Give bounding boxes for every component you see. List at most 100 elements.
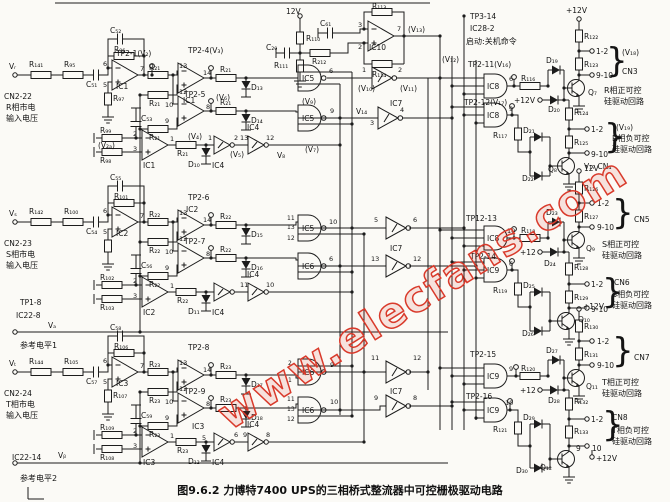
- label-ic1-b-p12: 12: [179, 88, 187, 96]
- dot-icon: [577, 225, 581, 229]
- label-ic10-p3: 3: [358, 21, 362, 29]
- dot-icon: [562, 376, 566, 380]
- label-ic9-a-p6: 6: [509, 260, 513, 268]
- label-v17-cn4: V₁₇ CN₄: [584, 162, 611, 171]
- label-d21: D₂₁: [523, 126, 535, 135]
- label-tp3-14: TP3-14: [469, 12, 496, 21]
- label-d27: D₂₇: [546, 346, 558, 355]
- label-d19: D₁₉: [546, 56, 558, 65]
- label-r116: R₁₁₆: [521, 74, 535, 83]
- dot-icon: [577, 73, 581, 77]
- label-ic1-d: IC1: [143, 161, 155, 170]
- dot-icon: [450, 404, 454, 408]
- label-vr: Vᵣ: [9, 62, 16, 71]
- label-r123: R₁₂₃: [584, 60, 598, 69]
- npn-icon: [555, 152, 575, 180]
- label-tp12-13: TP12-13: [465, 214, 497, 223]
- label-r142: R₁₄₂: [29, 207, 43, 216]
- label-r108: R₁₀₈: [100, 453, 114, 462]
- dot-icon: [567, 151, 571, 155]
- label-ic3-b-p13: 13: [179, 359, 187, 367]
- label-d15: D₁₅: [251, 230, 263, 239]
- label-q9-desc1: S相正可控: [602, 239, 639, 249]
- label-ic5-b: IC5: [302, 114, 314, 123]
- label-cn3: CN3: [622, 67, 638, 76]
- label-ic1-c: IC1: [183, 96, 195, 105]
- label-q12-desc2: 硅驱动回路: [612, 436, 652, 446]
- term-icon: [584, 150, 590, 156]
- label-d13: D₁₃: [251, 83, 263, 92]
- resv-icon: [575, 50, 583, 78]
- label-ic5-b-p9: 9: [330, 107, 334, 115]
- label-r212: R₂₁₂: [312, 57, 326, 66]
- label-tp1-8: TP1-8: [19, 298, 42, 307]
- label-q10-desc1: S相负可控: [612, 289, 649, 299]
- dot-icon: [548, 319, 552, 323]
- label-ic6-c-p13: 13: [287, 406, 295, 413]
- label-r107: R₁₀₇: [113, 391, 127, 400]
- label-ic7-e-p12: 12: [413, 354, 421, 362]
- resv-icon: [514, 275, 522, 303]
- dot-icon: [450, 400, 454, 404]
- label-cn5-910: 9-10: [597, 223, 614, 232]
- label-r23-b: R₂₃: [149, 396, 160, 405]
- label-ic9-c: IC9: [487, 406, 499, 415]
- label-r106: R₁₀₆: [114, 342, 128, 351]
- term-icon: [584, 281, 590, 287]
- label-ic7-b-p3: 3: [370, 119, 374, 127]
- label-tp2-5: TP2-5: [183, 90, 206, 99]
- label-ic3-a-p7: 7: [140, 362, 144, 370]
- term-icon: [589, 48, 595, 54]
- label-r99: R₉₉: [100, 126, 111, 135]
- label-supply-12v: 12V: [286, 7, 302, 16]
- label-vt: Vₜ: [9, 359, 16, 368]
- label-ic6-a: IC6: [302, 262, 314, 271]
- npn-icon: [565, 226, 585, 254]
- term-icon: [589, 362, 595, 368]
- label-r103: R₁₀₃: [100, 303, 114, 312]
- label-v2a: (V₂ₐ): [98, 141, 115, 150]
- label-cn4-12: 1-2: [591, 125, 603, 134]
- label-ic4-b: IC4: [247, 123, 259, 132]
- label-d16: D₁₆: [251, 263, 263, 272]
- npn-icon: [555, 445, 575, 473]
- label-d22: D₂₂: [522, 174, 534, 183]
- resv-icon: [575, 340, 583, 368]
- label-ic7-c-p6: 6: [413, 216, 417, 224]
- label-r22-f: R₂₂: [177, 296, 188, 305]
- label-wm-mid: m: [453, 155, 518, 221]
- label-ic8-b: IC8: [487, 111, 499, 120]
- label-ic7-a-p2: 2: [398, 66, 402, 74]
- label-v9: (V₉): [302, 97, 316, 106]
- resv-icon: [565, 283, 573, 311]
- label-d30: D₃₀: [516, 466, 528, 475]
- dot-icon: [462, 92, 466, 96]
- label-r141: R₁₄₁: [29, 60, 43, 69]
- label-cn6-brace: }: [602, 272, 624, 312]
- label-ic1-d-p3: 3: [133, 145, 137, 153]
- dot-icon: [577, 49, 581, 53]
- label-r23-a: R₂₃: [149, 360, 160, 369]
- dot-icon: [514, 374, 518, 378]
- label-cn2-24: CN2-24: [4, 389, 32, 398]
- label-ic1-c-p9: 9: [165, 117, 169, 125]
- bufb-icon: [377, 106, 404, 130]
- label-ic2-b-p14: 14: [203, 216, 211, 224]
- label-ic6-b-p1: 1: [288, 377, 292, 384]
- npn-icon: [565, 364, 585, 392]
- label-r131: R₁₃₁: [584, 350, 598, 359]
- label-ic6-c: IC6: [302, 406, 314, 415]
- label-ic6-b: IC6: [302, 368, 314, 377]
- label-ic6-b-p9: 9: [330, 361, 334, 369]
- label-d20: D₂₀: [548, 105, 560, 114]
- label-ic7-f-p9: 9: [374, 394, 378, 402]
- label-cn6: CN6: [614, 278, 630, 287]
- label-ic1-d-p1: 1: [170, 135, 174, 143]
- dot-icon: [462, 14, 466, 18]
- term-icon: [584, 443, 590, 449]
- resh-icon: [513, 82, 547, 90]
- dot-icon: [562, 238, 566, 242]
- label-r23-d: R₂₃: [149, 430, 160, 439]
